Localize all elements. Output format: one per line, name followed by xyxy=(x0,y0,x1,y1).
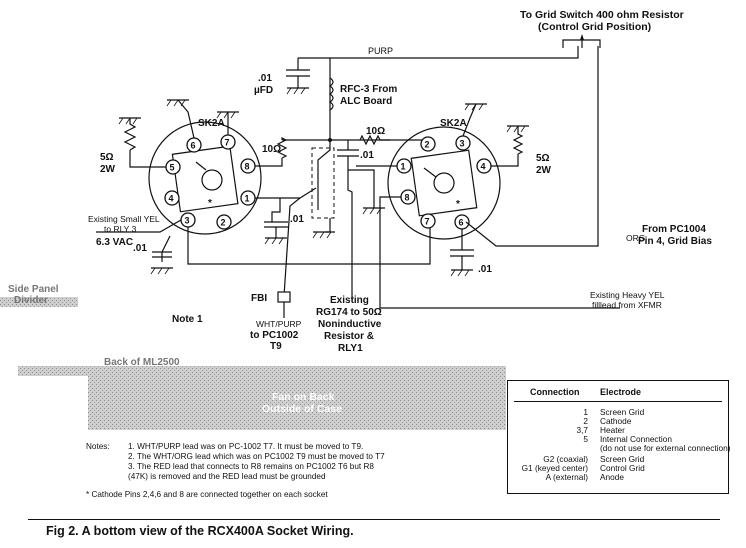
rfc-coil xyxy=(328,77,334,111)
legend-electrode: Cathode xyxy=(600,416,632,426)
right-cathode-star: * xyxy=(456,199,460,210)
org-label: ORG xyxy=(626,233,645,243)
note-item: 3. The RED lead that connects to R8 rema… xyxy=(128,462,374,471)
bypass-capacitor xyxy=(286,57,330,95)
left-pin: 3 xyxy=(185,216,190,226)
left-pin: 5 xyxy=(170,163,175,173)
left-pin: 4 xyxy=(169,194,174,204)
relay-box xyxy=(311,147,335,219)
purp-label: PURP xyxy=(368,46,393,56)
fan-sublabel: Outside of Case xyxy=(262,403,342,415)
left-vac-label: 6.3 VAC xyxy=(96,237,133,248)
legend-connection: 2 xyxy=(583,416,588,426)
rfc-label: RFC-3 From xyxy=(340,84,397,95)
left-existing-sub: to RLY 3 xyxy=(104,224,137,234)
left-existing-label: Existing Small YEL xyxy=(88,214,160,224)
legend-connection: 3,7 xyxy=(576,425,588,435)
legend-electrode: (do not use for external connection) xyxy=(600,443,731,453)
legend-connection: 1 xyxy=(583,407,588,417)
grid-switch-sublabel: (Control Grid Position) xyxy=(538,21,651,33)
legend-electrode: Screen Grid xyxy=(600,454,645,464)
left-pin: 7 xyxy=(225,138,230,148)
legend-connection: G2 (coaxial) xyxy=(543,454,588,464)
center-cap: .01 xyxy=(360,150,374,161)
side-panel-divider-bar xyxy=(0,297,78,307)
legend-electrode: Anode xyxy=(600,472,624,482)
pc1004-sublabel: Pin 4, Grid Bias xyxy=(638,236,712,247)
cap-unit: µFD xyxy=(254,85,273,96)
right-pin: 3 xyxy=(460,139,465,149)
rg174-line5: RLY1 xyxy=(338,343,363,354)
note-item: (47K) is removed and the RED lead must b… xyxy=(128,472,326,481)
right-cap-bottom: .01 xyxy=(478,264,492,275)
right-pin: 8 xyxy=(405,193,410,203)
left-resistor-watt: 2W xyxy=(100,164,116,175)
right-pin: 4 xyxy=(481,162,486,172)
purp-wire xyxy=(329,46,579,138)
right-pin: 7 xyxy=(425,217,430,227)
legend-header-electrode: Electrode xyxy=(600,387,642,397)
left-cap-right: .01 xyxy=(290,214,304,225)
right-top-resistor: 10Ω xyxy=(366,126,385,137)
heavy-yel-sublabel: filllead from XFMR xyxy=(592,300,662,310)
right-pin: 6 xyxy=(459,218,464,228)
legend-connection: A (external) xyxy=(545,472,588,482)
side-panel-label: Side Panel xyxy=(8,284,59,295)
rfc-sublabel: ALC Board xyxy=(340,96,392,107)
fan-label: Fan on Back xyxy=(272,391,335,403)
note-item: 2. The WHT/ORG lead which was on PC1002 … xyxy=(128,452,385,461)
rg174-line4: Resistor & xyxy=(324,331,374,342)
ferrite-bead xyxy=(277,291,291,303)
left-resistor-value: 5Ω xyxy=(100,152,114,163)
rg174-line1: Existing xyxy=(330,295,369,306)
note-item: 1. WHT/PURP lead was on PC-1002 T7. It m… xyxy=(128,442,364,451)
whtpurp-label: WHT/PURP xyxy=(256,319,302,329)
pc1004-label: From PC1004 xyxy=(642,224,706,235)
right-pin: 2 xyxy=(425,140,430,150)
fan-area xyxy=(88,376,506,430)
legend-electrode: Internal Connection xyxy=(600,434,672,444)
cathode-note: * Cathode Pins 2,4,6 and 8 are connected… xyxy=(86,490,328,499)
back-of-chassis-bar xyxy=(18,366,506,376)
legend-table: Connection Electrode 1 Screen Grid 2 Cat… xyxy=(507,380,731,494)
notes-title: Notes: xyxy=(86,442,110,451)
left-socket-label: SK2A xyxy=(198,118,225,129)
whtpurp-t9: T9 xyxy=(270,341,282,352)
left-pin: 8 xyxy=(245,162,250,172)
heavy-yel-label: Existing Heavy YEL xyxy=(590,290,665,300)
left-cathode-star: * xyxy=(208,198,212,209)
left-socket xyxy=(148,121,262,235)
side-panel-sublabel: Divider xyxy=(14,295,48,306)
caption-rule xyxy=(28,519,720,520)
right-resistor-value: 5Ω xyxy=(536,153,550,164)
left-pin: 2 xyxy=(221,218,226,228)
back-of-label: Back of ML2500 xyxy=(104,357,180,368)
legend-electrode: Control Grid xyxy=(600,463,645,473)
left-top-resistor: 10Ω xyxy=(262,144,281,155)
right-pin: 1 xyxy=(401,162,406,172)
legend-electrode: Screen Grid xyxy=(600,407,645,417)
figure-caption: Fig 2. A bottom view of the RCX400A Sock… xyxy=(46,524,354,538)
right-socket-label: SK2A xyxy=(440,118,467,129)
left-pin: 1 xyxy=(245,194,250,204)
fbi-label: FBI xyxy=(251,293,267,304)
legend-electrode: Heater xyxy=(600,425,625,435)
note1-label: Note 1 xyxy=(172,314,203,325)
cap-value: .01 xyxy=(258,73,272,84)
left-pin: 6 xyxy=(191,141,196,151)
right-resistor-watt: 2W xyxy=(536,165,552,176)
rg174-line3: Noninductive xyxy=(318,319,382,330)
rg174-line2: RG174 to 50Ω xyxy=(316,307,382,318)
legend-connection: G1 (keyed center) xyxy=(521,463,588,473)
left-cap-bottom: .01 xyxy=(133,243,147,254)
legend-header-connection: Connection xyxy=(530,387,580,397)
org-wire xyxy=(465,46,599,247)
right-socket-pins: 2 3 1 4 8 7 6 xyxy=(396,135,492,230)
grid-switch-connector xyxy=(562,34,601,48)
right-socket xyxy=(387,126,501,240)
whtpurp-sub: to PC1002 xyxy=(250,330,299,341)
legend-connection: 5 xyxy=(583,434,588,444)
grid-switch-label: To Grid Switch 400 ohm Resistor xyxy=(520,9,684,21)
